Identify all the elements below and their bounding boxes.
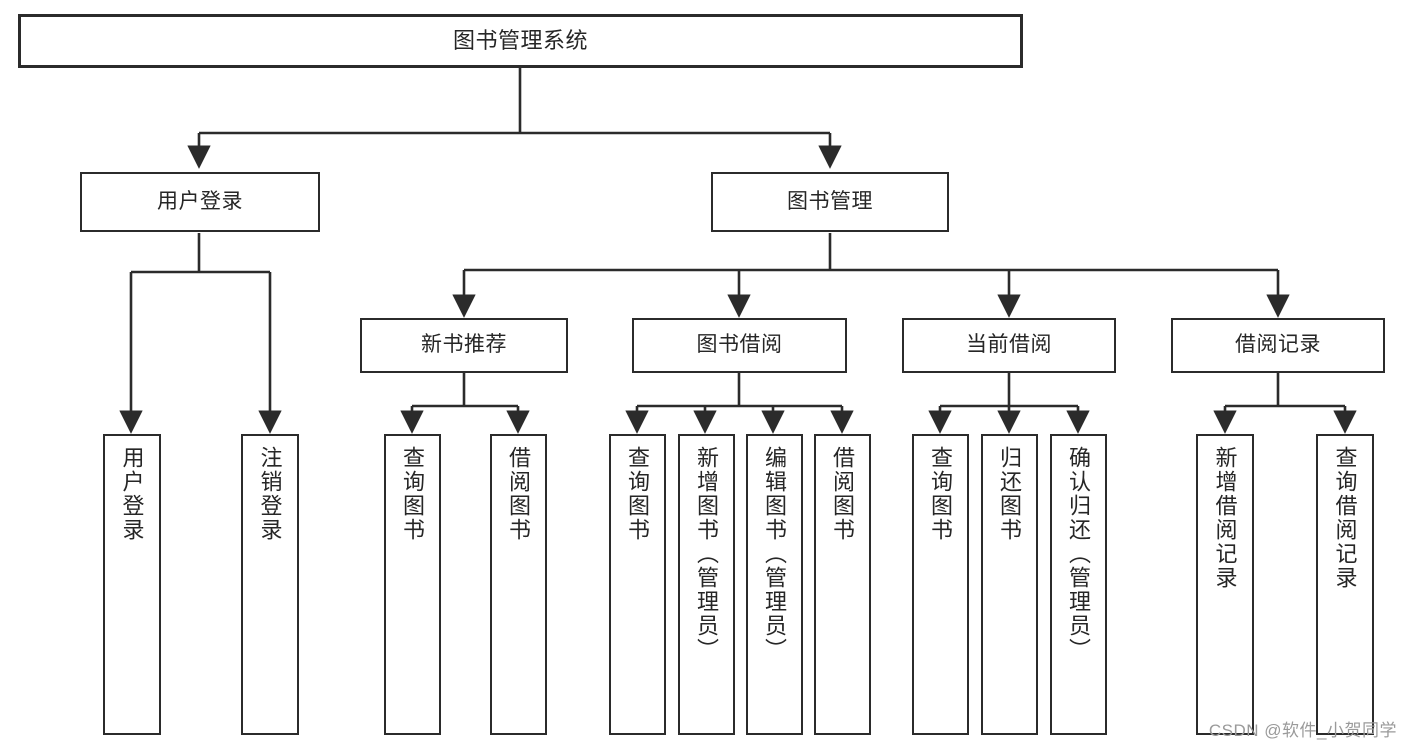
node-leaf-add-book-label: 新增图书（管理员） (694, 446, 720, 662)
node-leaf-return-book[interactable]: 归还图书 (981, 434, 1038, 735)
node-leaf-edit-book[interactable]: 编辑图书（管理员） (746, 434, 803, 735)
node-new-book-recommend-label: 新书推荐 (421, 333, 507, 357)
node-leaf-query-book-2[interactable]: 查询图书 (609, 434, 666, 735)
node-leaf-query-book-3-label: 查询图书 (928, 446, 954, 542)
node-leaf-query-book-3[interactable]: 查询图书 (912, 434, 969, 735)
node-leaf-query-record-label: 查询借阅记录 (1332, 446, 1358, 590)
node-leaf-user-login-label: 用户登录 (119, 446, 145, 542)
node-book-manage-label: 图书管理 (787, 189, 873, 213)
node-leaf-query-record[interactable]: 查询借阅记录 (1316, 434, 1374, 735)
node-leaf-add-record[interactable]: 新增借阅记录 (1196, 434, 1254, 735)
node-leaf-borrow-book-2[interactable]: 借阅图书 (814, 434, 871, 735)
node-current-borrow-label: 当前借阅 (966, 333, 1052, 357)
node-borrow-record-label: 借阅记录 (1235, 333, 1321, 357)
node-new-book-recommend[interactable]: 新书推荐 (360, 318, 568, 373)
node-leaf-confirm-return[interactable]: 确认归还（管理员） (1050, 434, 1107, 735)
node-leaf-borrow-book-1[interactable]: 借阅图书 (490, 434, 547, 735)
node-root[interactable]: 图书管理系统 (18, 14, 1023, 68)
node-leaf-query-book-2-label: 查询图书 (625, 446, 651, 542)
node-leaf-return-book-label: 归还图书 (997, 446, 1023, 542)
node-leaf-add-record-label: 新增借阅记录 (1212, 446, 1238, 590)
node-leaf-edit-book-label: 编辑图书（管理员） (762, 446, 788, 662)
node-root-label: 图书管理系统 (452, 28, 588, 54)
node-leaf-logout-label: 注销登录 (257, 446, 283, 542)
node-book-manage[interactable]: 图书管理 (711, 172, 949, 232)
node-leaf-query-book-1[interactable]: 查询图书 (384, 434, 441, 735)
node-book-borrow-label: 图书借阅 (696, 333, 783, 357)
node-leaf-borrow-book-2-label: 借阅图书 (830, 446, 856, 542)
node-book-borrow[interactable]: 图书借阅 (632, 318, 847, 373)
node-leaf-logout[interactable]: 注销登录 (241, 434, 299, 735)
node-leaf-confirm-return-label: 确认归还（管理员） (1066, 446, 1092, 662)
node-user-login-label: 用户登录 (157, 189, 243, 213)
node-current-borrow[interactable]: 当前借阅 (902, 318, 1116, 373)
node-leaf-add-book[interactable]: 新增图书（管理员） (678, 434, 735, 735)
node-leaf-query-book-1-label: 查询图书 (400, 446, 426, 542)
node-leaf-borrow-book-1-label: 借阅图书 (506, 446, 532, 542)
node-borrow-record[interactable]: 借阅记录 (1171, 318, 1385, 373)
node-user-login[interactable]: 用户登录 (80, 172, 320, 232)
node-leaf-user-login[interactable]: 用户登录 (103, 434, 161, 735)
